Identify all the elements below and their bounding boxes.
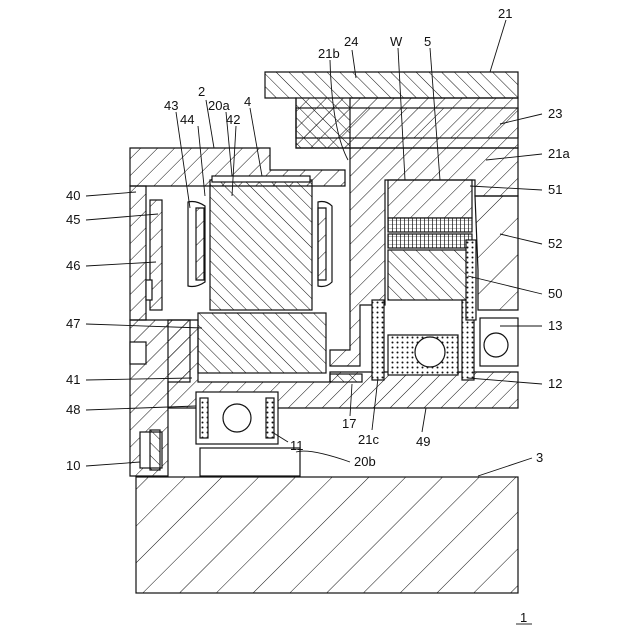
figure-number: 1	[520, 610, 527, 625]
label-2: 2	[198, 84, 205, 99]
bearing-12	[372, 300, 474, 380]
screw-10	[140, 430, 162, 470]
shaft-3	[136, 477, 518, 593]
label-50: 50	[548, 286, 562, 301]
screw-40	[130, 342, 146, 364]
label-10: 10	[66, 458, 80, 473]
label-46: 46	[66, 258, 80, 273]
gear-5	[388, 180, 476, 320]
bearing-13	[480, 318, 518, 366]
label-17: 17	[342, 416, 356, 431]
label-20a: 20a	[208, 98, 230, 113]
label-44: 44	[180, 112, 194, 127]
label-13: 13	[548, 318, 562, 333]
rotor-magnet-47	[198, 313, 326, 373]
label-52: 52	[548, 236, 562, 251]
label-48: 48	[66, 402, 80, 417]
label-12: 12	[548, 376, 562, 391]
label-51: 51	[548, 182, 562, 197]
label-43: 43	[164, 98, 178, 113]
label-20b: 20b	[354, 454, 376, 469]
label-3: 3	[536, 450, 543, 465]
label-21c: 21c	[358, 432, 379, 447]
label-23: 23	[548, 106, 562, 121]
label-41: 41	[66, 372, 80, 387]
stator-core-42	[210, 176, 312, 310]
label-21b: 21b	[318, 46, 340, 61]
label-40: 40	[66, 188, 80, 203]
label-24: 24	[344, 34, 358, 49]
label-21: 21	[498, 6, 512, 21]
label-45: 45	[66, 212, 80, 227]
plate-17	[330, 374, 362, 382]
label-W: W	[390, 34, 403, 49]
label-49: 49	[416, 434, 430, 449]
label-4: 4	[244, 94, 251, 109]
seal-45-46	[146, 200, 162, 310]
label-11: 11	[290, 438, 304, 453]
label-47: 47	[66, 316, 80, 331]
label-42: 42	[226, 112, 240, 127]
label-5: 5	[424, 34, 431, 49]
label-21a: 21a	[548, 146, 570, 161]
cover-21	[265, 72, 518, 148]
